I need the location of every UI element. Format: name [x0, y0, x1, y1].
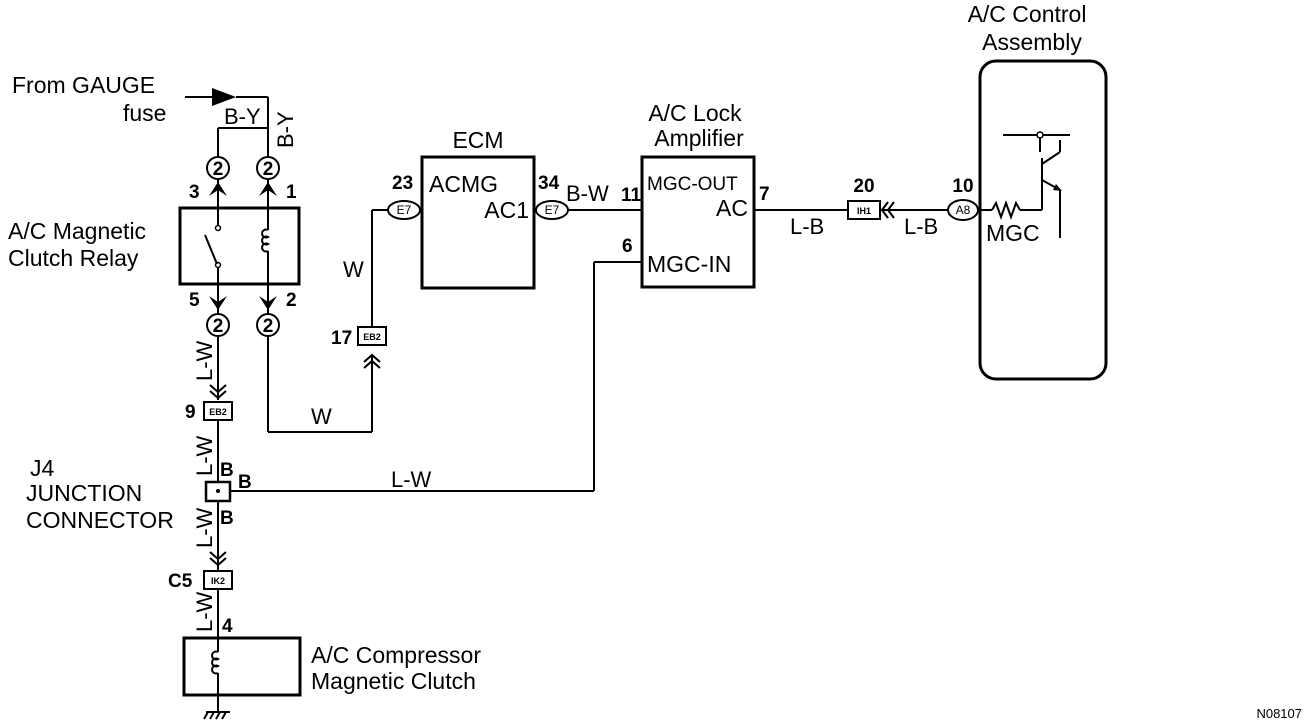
switch-contact-icon — [204, 234, 218, 265]
wire-label: B-W — [566, 181, 609, 206]
relay-circle-label: 2 — [213, 316, 224, 337]
ecm-connector-oval — [535, 200, 569, 220]
lock-amp-ac: AC — [716, 195, 748, 221]
lock-amp-mgc-out: MGC-OUT — [647, 174, 738, 195]
relay-title-2: Clutch Relay — [8, 245, 139, 271]
wire-label: B-Y — [273, 111, 298, 148]
wire-label: L-W — [192, 435, 217, 476]
wire-label: L-W — [192, 591, 217, 632]
junction-terminal: B — [238, 472, 252, 493]
junction-terminal: B — [220, 508, 234, 529]
lock-amp-mgc-in: MGC-IN — [647, 251, 731, 277]
source-line-2: fuse — [123, 100, 166, 126]
junction-title-3: CONNECTOR — [26, 507, 174, 533]
ac-control-box — [978, 59, 1108, 381]
wire-label: B-Y — [224, 104, 261, 129]
wires — [185, 88, 1043, 720]
ecm-ac1: AC1 — [484, 197, 529, 223]
ecm-pin-ac1: 34 — [538, 173, 560, 194]
eb2-left-pin: 9 — [185, 402, 196, 423]
lock-amp-box — [640, 155, 756, 289]
eb2-top-pin: 17 — [331, 328, 352, 349]
ac-control-mgc-label: MGC — [986, 220, 1040, 246]
relay-title-1: A/C Magnetic — [8, 218, 146, 244]
junction-title-2: JUNCTION — [26, 480, 142, 506]
source-line-1: From GAUGE — [12, 72, 155, 98]
relay-arrows — [209, 182, 277, 310]
wire-label-suffix: 11 — [621, 185, 642, 206]
ac-control-connector-oval — [947, 199, 979, 221]
ecm-connector-oval — [387, 200, 421, 220]
wire-label: W — [311, 404, 332, 429]
ecm-pin-acmg: 23 — [392, 173, 413, 194]
diagram-code: N08107 — [1256, 706, 1302, 721]
fuse-arrow-icon — [212, 88, 236, 106]
relay-circle-label: 2 — [213, 159, 224, 180]
junction-title-1: J4 — [30, 455, 55, 481]
relay-circle-label: 2 — [263, 159, 274, 180]
compressor-title-2: Magnetic Clutch — [311, 668, 476, 694]
eb2-left-connector — [203, 401, 233, 421]
compressor-title-1: A/C Compressor — [311, 642, 481, 668]
ecm-connector-code: E7 — [397, 203, 412, 217]
ecm-acmg: ACMG — [429, 171, 498, 197]
relay-pin-5: 5 — [189, 290, 200, 311]
ac-control-title-2: Assembly — [982, 29, 1082, 55]
relay-circle-label: 2 — [263, 316, 274, 337]
relay-pin-2: 2 — [286, 290, 297, 311]
ik2-connector — [203, 570, 233, 590]
compressor-box — [182, 636, 302, 697]
wire-label: L-B — [904, 214, 938, 239]
clutch-coil-icon — [211, 650, 221, 675]
eb2-top-connector — [357, 326, 387, 346]
ecm-title: ECM — [452, 127, 503, 153]
ik2-pin: C5 — [168, 571, 193, 592]
ecm-connector-code: E7 — [545, 203, 560, 217]
ecm-box — [420, 155, 536, 290]
chevron-connectors — [209, 201, 895, 567]
lock-amp-title-2: Amplifier — [654, 125, 744, 151]
wire-label: W — [343, 257, 364, 282]
relay-pin-1: 1 — [286, 182, 297, 203]
ac-control-title-1: A/C Control — [968, 1, 1087, 27]
ih1-code: IH1 — [857, 206, 871, 216]
relay-pin-3: 3 — [189, 182, 200, 203]
lock-amp-pin-mgc-in: 6 — [622, 236, 633, 257]
eb2-left-code: EB2 — [209, 407, 227, 417]
ik2-code: IK2 — [211, 576, 225, 586]
lock-amp-title-1: A/C Lock — [648, 100, 742, 126]
ac-control-pin: 10 — [952, 176, 973, 197]
wire-label: L-W — [192, 507, 217, 548]
eb2-top-code: EB2 — [363, 332, 381, 342]
compressor-pin: 4 — [222, 616, 233, 637]
ih1-pin: 20 — [853, 176, 874, 197]
relay-box — [178, 206, 301, 286]
wire-label: L-W — [391, 467, 432, 492]
wire-label: L-B — [790, 214, 824, 239]
lock-amp-pin-ac: 7 — [759, 184, 770, 205]
wire-label: L-W — [192, 340, 217, 381]
ac-control-connector-code: A8 — [956, 203, 971, 217]
junction-terminal: B — [220, 460, 234, 481]
ih1-connector — [847, 200, 881, 220]
circle-connectors — [206, 156, 280, 337]
relay-coil-icon — [261, 228, 271, 253]
